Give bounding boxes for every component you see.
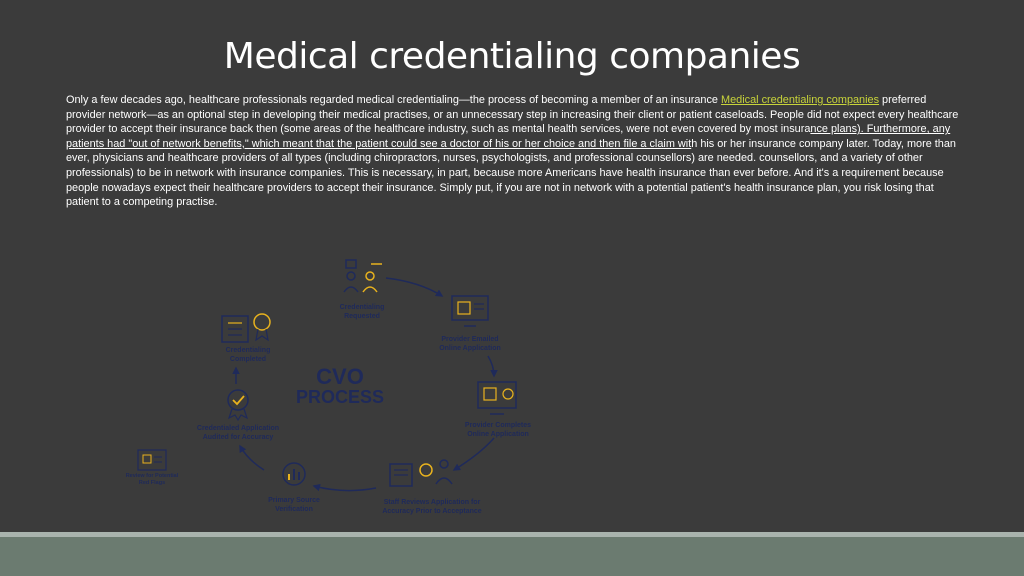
arrow-5 (239, 444, 265, 471)
step-4-line1: Staff Reviews Application for (384, 499, 481, 506)
cvo-process-svg: CVO PROCESS Credentialing Requested (126, 259, 531, 515)
cvo-process-diagram: CVO PROCESS Credentialing Requested (108, 252, 556, 522)
team-review-icon (389, 459, 453, 487)
paragraph-underlined-text: nce plans). Furthermore, any patients ha… (66, 123, 951, 150)
paragraph-part-2: preferred provider network—as an optiona… (66, 94, 959, 136)
arrow-3 (452, 437, 495, 471)
body-paragraph: Only a few decades ago, healthcare profe… (66, 93, 966, 210)
chart-icon (282, 462, 306, 486)
step-3-line1: Provider Completes (465, 422, 531, 429)
document-icon (137, 449, 167, 471)
slide: Medical credentialing companies Only a f… (66, 36, 966, 522)
step-1-line1: Credentialing (340, 304, 385, 311)
step-5-line2: Verification (275, 506, 313, 513)
step-6-line2: Audited for Accuracy (203, 434, 274, 441)
user-flow-icon (343, 259, 382, 293)
badge-check-icon (227, 389, 249, 422)
arrow-4 (312, 483, 377, 492)
paragraph-part-3: h his or her insurance company later. To… (66, 137, 956, 209)
cvo-center-line2: PROCESS (296, 387, 384, 407)
medical-credentialing-link[interactable]: Medical credentialing companies (721, 94, 880, 106)
step-7-line2: Completed (230, 356, 266, 363)
slide-footer-bar (0, 537, 1024, 576)
side-step-line2: Red Flags (139, 480, 165, 486)
arrow-1 (385, 277, 444, 297)
step-2-line2: Online Application (439, 345, 501, 352)
step-4-line2: Accuracy Prior to Acceptance (382, 508, 481, 515)
footer-divider (0, 532, 1024, 537)
monitor-email-icon (451, 295, 489, 327)
step-3-line2: Online Application (467, 431, 529, 438)
step-5-line1: Primary Source (268, 497, 320, 504)
side-step-line1: Review for Potential (126, 473, 179, 479)
step-6-line1: Credentialed Application (197, 425, 279, 432)
slide-title: Medical credentialing companies (223, 36, 801, 77)
cvo-center-line1: CVO (316, 364, 364, 389)
step-1-line2: Requested (344, 313, 380, 320)
step-7-line1: Credentialing (226, 347, 271, 354)
monitor-check-icon (477, 381, 517, 415)
step-2-line1: Provider Emailed (441, 336, 498, 343)
paragraph-part-1: Only a few decades ago, healthcare profe… (66, 94, 722, 106)
arrow-2 (487, 355, 498, 378)
checklist-award-icon (221, 313, 271, 343)
